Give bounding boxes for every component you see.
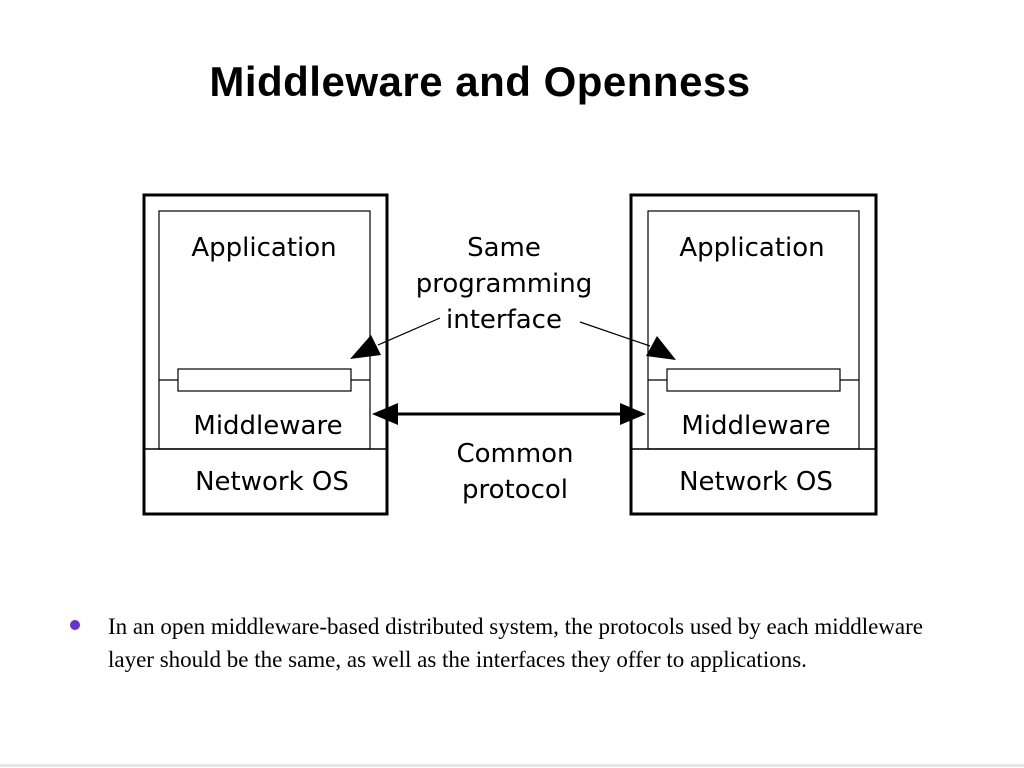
right-network-os-label: Network OS xyxy=(679,467,833,497)
right-application-label: Application xyxy=(679,233,824,263)
right-interface-bar xyxy=(666,368,841,392)
slide-title: Middleware and Openness xyxy=(209,58,751,105)
protocol-annotation-line-2: protocol xyxy=(462,475,568,505)
left-application-middleware-panel xyxy=(158,210,371,450)
protocol-annotation-line-1: Common xyxy=(456,439,573,469)
protocol-annotation: Common protocol xyxy=(456,439,573,505)
interface-annotation: Same programming interface xyxy=(416,233,593,335)
left-application-label: Application xyxy=(191,233,336,263)
interface-annotation-line-3: interface xyxy=(446,305,562,335)
bullet-list: In an open middleware-based distributed … xyxy=(70,610,950,676)
slide-bottom-rule xyxy=(0,764,1024,767)
right-application-middleware-panel xyxy=(647,210,860,450)
bullet-item: In an open middleware-based distributed … xyxy=(70,610,950,676)
bullet-dot xyxy=(70,620,80,630)
interface-annotation-line-1: Same xyxy=(467,233,541,263)
interface-annotation-line-2: programming xyxy=(416,269,593,299)
right-system-stack: Application Middleware Network OS xyxy=(629,193,878,516)
left-middleware-label: Middleware xyxy=(193,411,342,441)
left-interface-pointer-arrow xyxy=(350,317,441,359)
common-protocol-double-arrow xyxy=(372,403,646,425)
left-interface-bar xyxy=(177,368,352,392)
left-network-os-label: Network OS xyxy=(195,467,349,497)
right-interface-pointer-arrow xyxy=(579,321,676,360)
left-system-stack: Application Middleware Network OS xyxy=(142,193,389,516)
right-middleware-label: Middleware xyxy=(681,411,830,441)
bullet-text: In an open middleware-based distributed … xyxy=(108,614,923,672)
